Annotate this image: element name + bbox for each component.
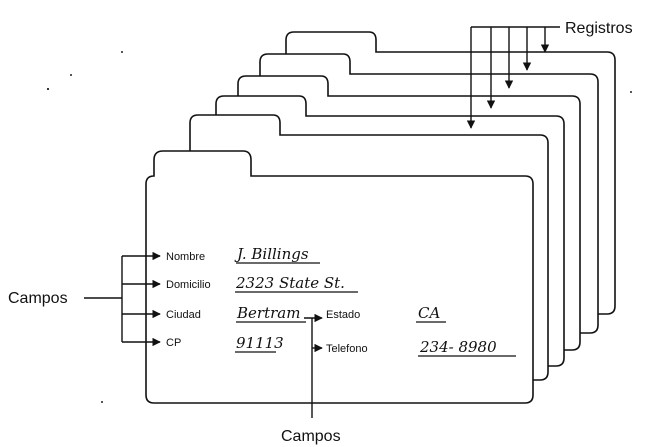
field-label-telefono: Telefono	[326, 343, 368, 355]
field-value-telefono: 234- 8980	[419, 338, 497, 356]
speck-dot	[70, 74, 72, 76]
field-value-cp: 91113	[236, 334, 284, 352]
field-value-estado: CA	[418, 304, 440, 322]
field-label-estado: Estado	[326, 309, 360, 321]
speck-dot	[47, 88, 49, 90]
field-label-cp: CP	[166, 337, 181, 349]
campos-bottom-label: Campos	[281, 428, 341, 445]
speck-dot	[101, 401, 103, 403]
speck-dot	[630, 91, 632, 93]
field-label-domicilio: Domicilio	[166, 279, 211, 291]
field-label-ciudad: Ciudad	[166, 309, 201, 321]
speck-dot	[121, 51, 123, 53]
field-label-nombre: Nombre	[166, 251, 205, 263]
field-value-domicilio: 2323 State St.	[235, 274, 345, 292]
field-value-nombre: J. Billings	[234, 245, 309, 263]
registros-label: Registros	[565, 20, 633, 37]
campos-left-label: Campos	[8, 290, 68, 307]
field-value-ciudad: Bertram	[236, 304, 300, 322]
